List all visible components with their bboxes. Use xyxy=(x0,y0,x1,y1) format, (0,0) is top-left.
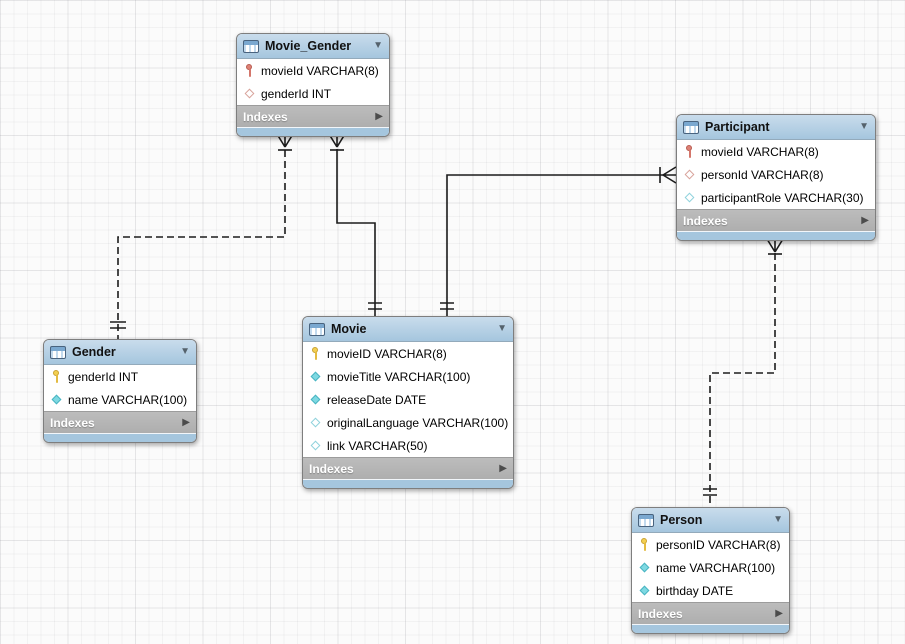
column-row[interactable]: movieTitle VARCHAR(100) xyxy=(303,365,513,388)
table-participant[interactable]: Participant ▼ movieId VARCHAR(8) personI… xyxy=(676,114,876,241)
column-label: participantRole VARCHAR(30) xyxy=(701,190,864,205)
column-row[interactable]: genderId INT xyxy=(237,82,389,105)
column-row[interactable]: genderId INT xyxy=(44,365,196,388)
collapse-triangle-icon[interactable]: ▼ xyxy=(859,121,869,132)
table-footer xyxy=(44,433,196,442)
primary-key-icon xyxy=(309,347,322,360)
column-row[interactable]: movieID VARCHAR(8) xyxy=(303,342,513,365)
indexes-label: Indexes xyxy=(638,606,683,621)
table-movie-gender[interactable]: Movie_Gender ▼ movieId VARCHAR(8) gender… xyxy=(236,33,390,137)
expand-arrow-icon[interactable]: ▶ xyxy=(182,416,190,428)
table-title: Person xyxy=(660,513,703,527)
relationship-participant-to-person[interactable] xyxy=(703,238,784,507)
indexes-row[interactable]: Indexes ▶ xyxy=(632,602,789,624)
column-row[interactable]: personId VARCHAR(8) xyxy=(677,163,875,186)
column-row[interactable]: personID VARCHAR(8) xyxy=(632,533,789,556)
column-label: movieId VARCHAR(8) xyxy=(261,63,379,78)
column-row[interactable]: birthday DATE xyxy=(632,579,789,602)
table-footer xyxy=(677,231,875,240)
column-row[interactable]: name VARCHAR(100) xyxy=(632,556,789,579)
column-label: personID VARCHAR(8) xyxy=(656,537,781,552)
expand-arrow-icon[interactable]: ▶ xyxy=(775,607,783,619)
table-title: Movie_Gender xyxy=(265,39,352,53)
table-movie[interactable]: Movie ▼ movieID VARCHAR(8) movieTitle VA… xyxy=(302,316,514,489)
table-header[interactable]: Person ▼ xyxy=(632,508,789,533)
indexes-row[interactable]: Indexes ▶ xyxy=(237,105,389,127)
column-label: genderId INT xyxy=(261,86,332,101)
table-title: Gender xyxy=(72,345,116,359)
collapse-triangle-icon[interactable]: ▼ xyxy=(180,346,190,357)
table-icon xyxy=(50,345,66,359)
column-row[interactable]: originalLanguage VARCHAR(100) xyxy=(303,411,513,434)
table-icon xyxy=(638,513,654,527)
foreign-key-diamond-icon xyxy=(683,168,696,181)
table-person[interactable]: Person ▼ personID VARCHAR(8) name VARCHA… xyxy=(631,507,790,634)
nullable-column-diamond-icon xyxy=(309,439,322,452)
not-null-column-diamond-icon xyxy=(638,561,651,574)
column-row[interactable]: link VARCHAR(50) xyxy=(303,434,513,457)
table-footer xyxy=(303,479,513,488)
not-null-column-diamond-icon xyxy=(309,393,322,406)
indexes-row[interactable]: Indexes ▶ xyxy=(303,457,513,479)
primary-key-icon xyxy=(50,370,63,383)
table-header[interactable]: Movie_Gender ▼ xyxy=(237,34,389,59)
primary-foreign-key-icon xyxy=(243,64,256,77)
table-header[interactable]: Gender ▼ xyxy=(44,340,196,365)
column-label: personId VARCHAR(8) xyxy=(701,167,824,182)
column-row[interactable]: movieId VARCHAR(8) xyxy=(237,59,389,82)
table-title: Participant xyxy=(705,120,770,134)
foreign-key-diamond-icon xyxy=(243,87,256,100)
indexes-row[interactable]: Indexes ▶ xyxy=(44,411,196,433)
table-header[interactable]: Participant ▼ xyxy=(677,115,875,140)
expand-arrow-icon[interactable]: ▶ xyxy=(861,214,869,226)
table-icon xyxy=(243,39,259,53)
column-label: name VARCHAR(100) xyxy=(68,392,188,407)
collapse-triangle-icon[interactable]: ▼ xyxy=(773,514,783,525)
table-footer xyxy=(632,624,789,633)
column-label: movieId VARCHAR(8) xyxy=(701,144,819,159)
column-label: birthday DATE xyxy=(656,583,734,598)
column-row[interactable]: releaseDate DATE xyxy=(303,388,513,411)
column-label: link VARCHAR(50) xyxy=(327,438,428,453)
indexes-row[interactable]: Indexes ▶ xyxy=(677,209,875,231)
primary-foreign-key-icon xyxy=(683,145,696,158)
column-label: genderId INT xyxy=(68,369,139,384)
column-label: releaseDate DATE xyxy=(327,392,427,407)
relationship-movie-gender-to-movie[interactable] xyxy=(328,133,382,316)
table-header[interactable]: Movie ▼ xyxy=(303,317,513,342)
column-row[interactable]: movieId VARCHAR(8) xyxy=(677,140,875,163)
table-icon xyxy=(683,120,699,134)
indexes-label: Indexes xyxy=(309,461,354,476)
indexes-label: Indexes xyxy=(683,213,728,228)
relationship-participant-to-movie[interactable] xyxy=(440,166,677,316)
column-label: originalLanguage VARCHAR(100) xyxy=(327,415,509,430)
column-label: name VARCHAR(100) xyxy=(656,560,776,575)
nullable-column-diamond-icon xyxy=(683,191,696,204)
not-null-column-diamond-icon xyxy=(50,393,63,406)
expand-arrow-icon[interactable]: ▶ xyxy=(375,110,383,122)
not-null-column-diamond-icon xyxy=(638,584,651,597)
column-row[interactable]: name VARCHAR(100) xyxy=(44,388,196,411)
table-title: Movie xyxy=(331,322,367,336)
column-label: movieTitle VARCHAR(100) xyxy=(327,369,471,384)
indexes-label: Indexes xyxy=(243,109,288,124)
table-icon xyxy=(309,322,325,336)
column-row[interactable]: participantRole VARCHAR(30) xyxy=(677,186,875,209)
primary-key-icon xyxy=(638,538,651,551)
table-footer xyxy=(237,127,389,136)
nullable-column-diamond-icon xyxy=(309,416,322,429)
collapse-triangle-icon[interactable]: ▼ xyxy=(497,323,507,334)
expand-arrow-icon[interactable]: ▶ xyxy=(499,462,507,474)
collapse-triangle-icon[interactable]: ▼ xyxy=(373,40,383,51)
relationship-movie-gender-to-gender[interactable] xyxy=(110,133,294,339)
table-gender[interactable]: Gender ▼ genderId INT name VARCHAR(100) … xyxy=(43,339,197,443)
column-label: movieID VARCHAR(8) xyxy=(327,346,447,361)
indexes-label: Indexes xyxy=(50,415,95,430)
not-null-column-diamond-icon xyxy=(309,370,322,383)
